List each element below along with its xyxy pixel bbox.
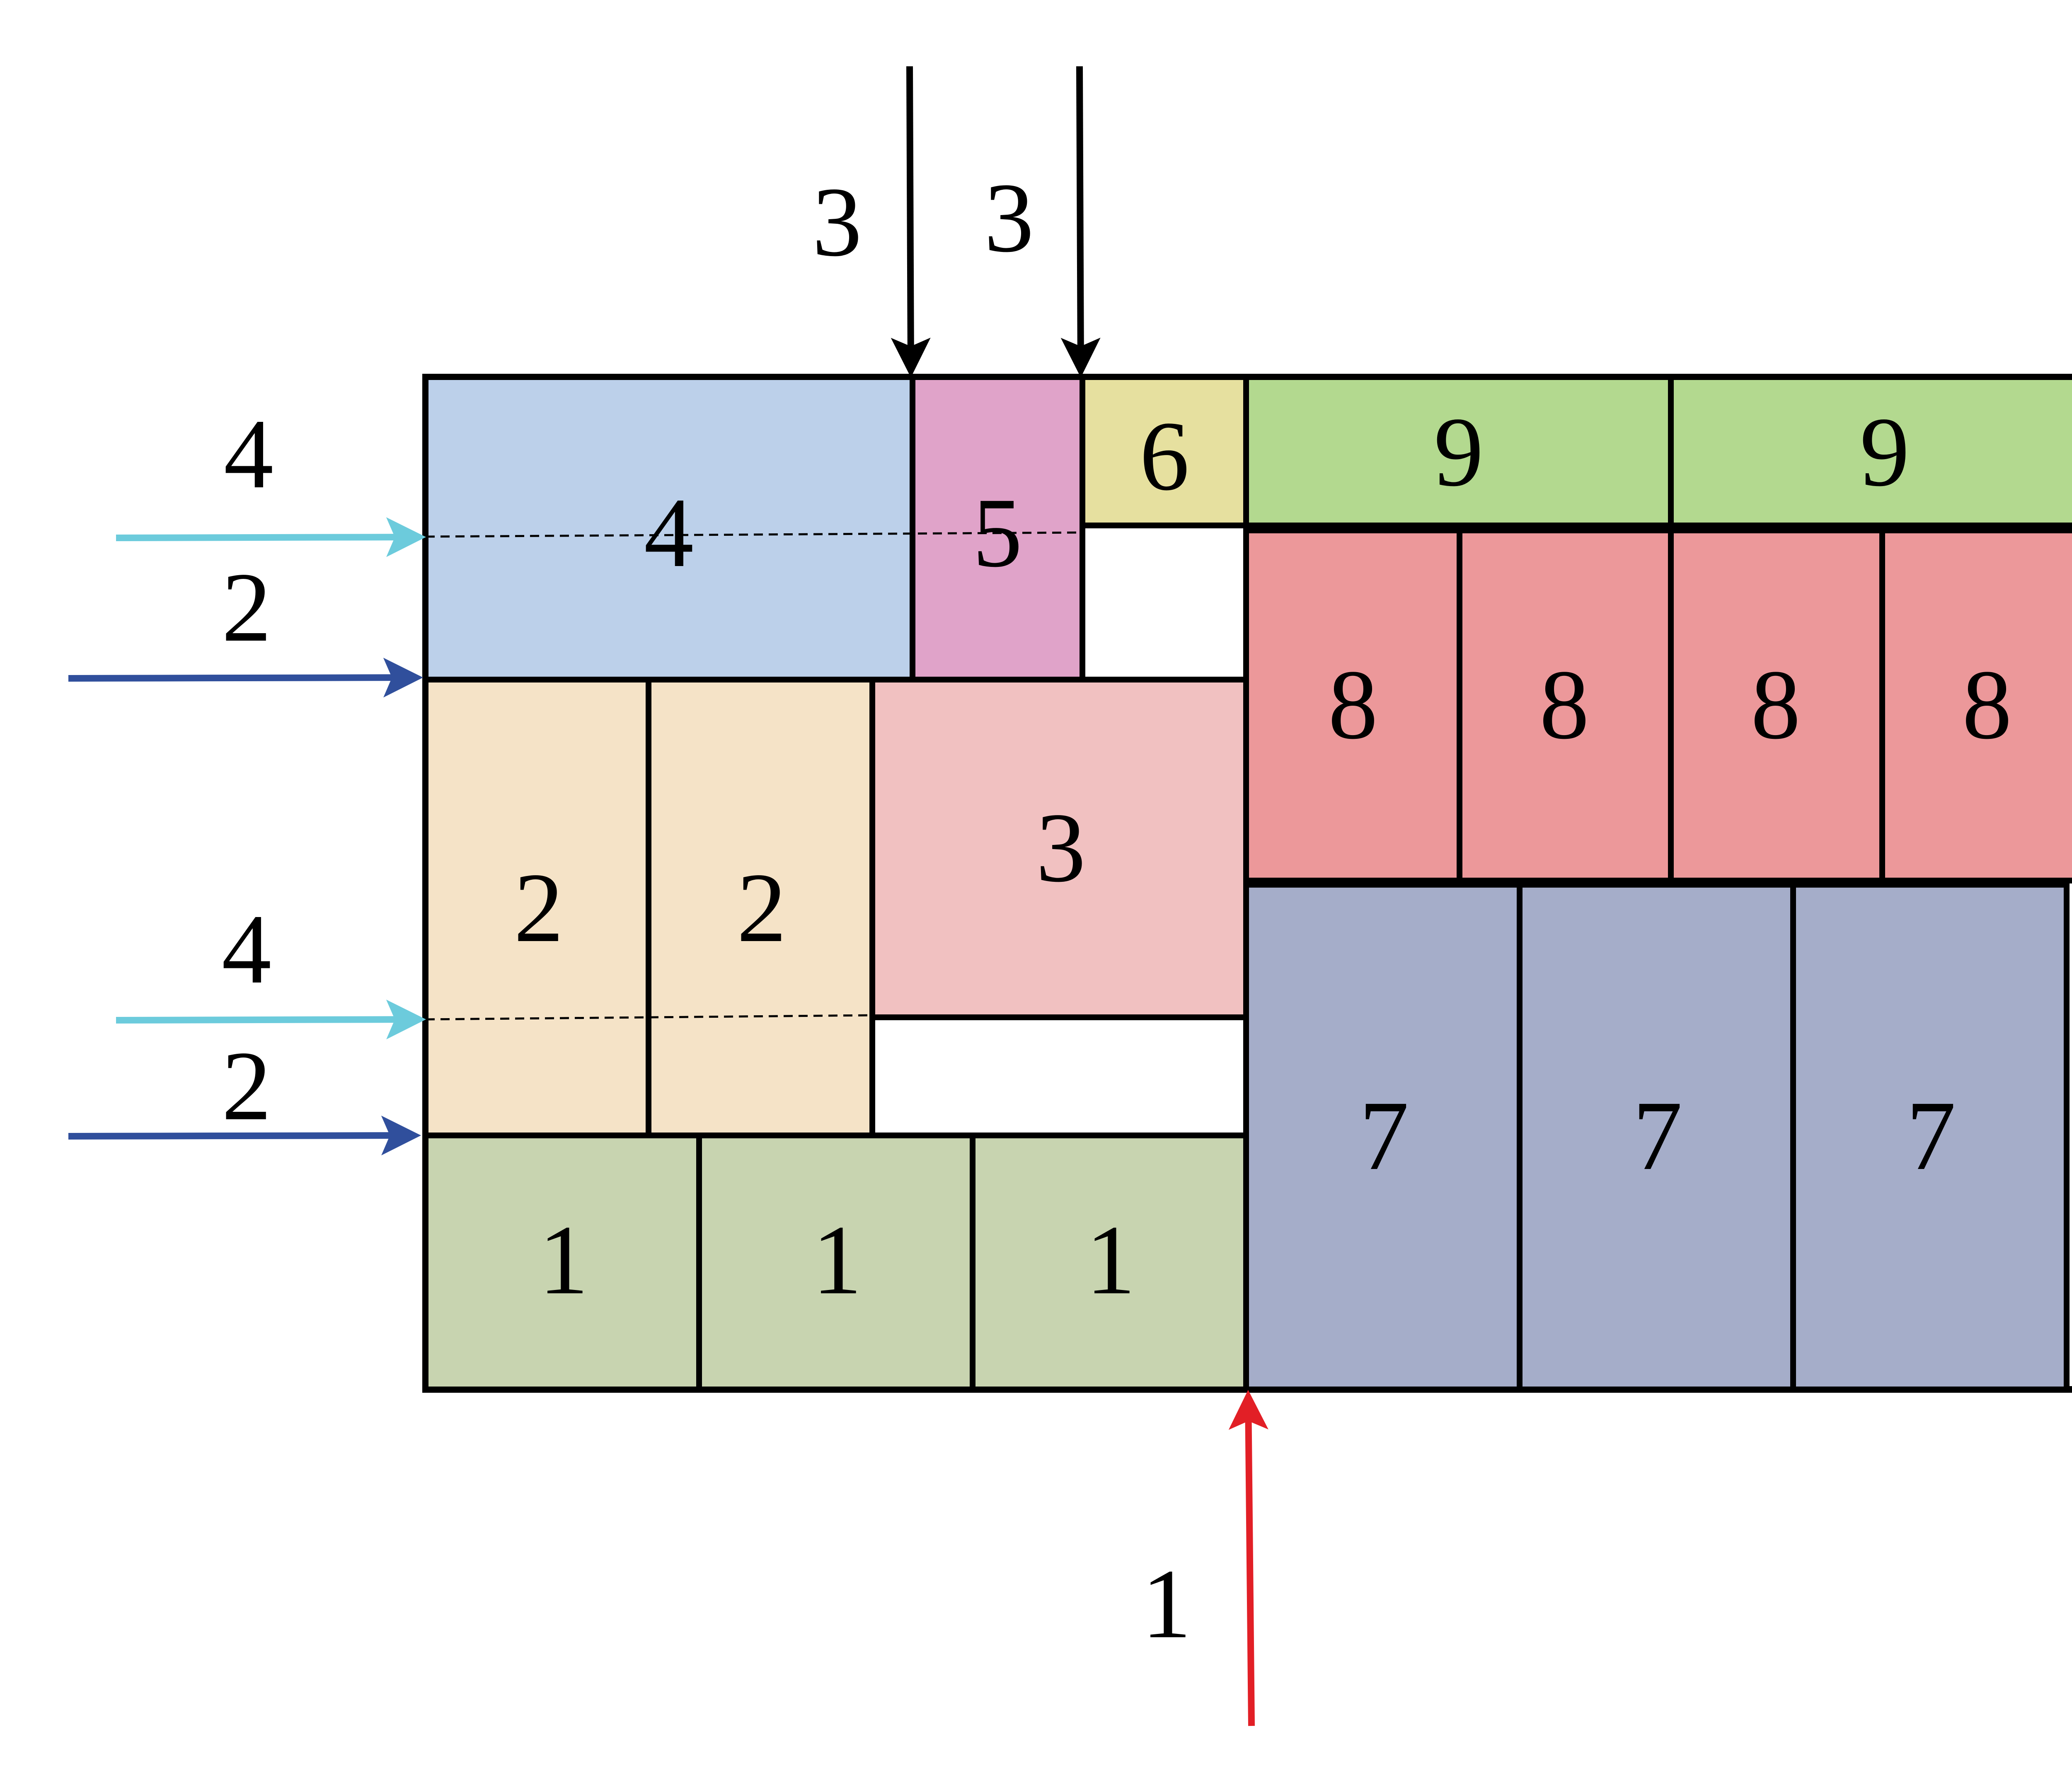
block-1-label: 1	[539, 1205, 588, 1315]
block-5: 5	[910, 374, 1085, 682]
block-9-label: 9	[1860, 397, 1910, 507]
left-upper-cyan-arrow	[116, 517, 426, 557]
block-9-rect	[1243, 374, 1674, 528]
block-1-rect	[423, 1133, 702, 1392]
upper-dashed-line	[425, 531, 1083, 538]
block-7-group: 7 7 7	[1243, 882, 2070, 1392]
block-9-rect	[1668, 374, 2072, 528]
block-8-rect	[1243, 528, 1462, 883]
block-2-rect	[423, 677, 651, 1138]
block-4-rect	[423, 374, 915, 682]
block-6-label: 6	[1140, 401, 1189, 511]
bottom-red-arrow-label: 1	[1142, 1549, 1191, 1659]
block-1-rect	[696, 1133, 975, 1392]
left-lower-cyan-arrow-label: 4	[222, 894, 271, 1004]
block-3-rect	[869, 677, 1249, 1020]
block-7-rect	[1243, 882, 1523, 1392]
top-left-arrow-label: 3	[812, 167, 862, 277]
block-8-group: 8 8 8 8	[1243, 528, 2072, 883]
block-6: 6	[1080, 374, 1249, 528]
block-1-label: 1	[1086, 1205, 1135, 1315]
block-9-group: 9 9	[1243, 374, 2072, 528]
block-8-label: 8	[1751, 649, 1801, 760]
top-right-arrow	[1060, 66, 1101, 378]
block-2-group: 2 2	[423, 677, 875, 1138]
block-3: 3	[869, 677, 1249, 1020]
block-7-label: 7	[1633, 1080, 1682, 1191]
block-2-label: 2	[514, 852, 564, 963]
top-left-arrow	[891, 66, 931, 378]
block-3-label: 3	[1036, 792, 1086, 903]
block-6-rect	[1080, 374, 1249, 528]
block-1-rect	[970, 1133, 1249, 1392]
left-upper-blue-arrow-label: 2	[222, 552, 271, 662]
block-7-rect	[1790, 882, 2070, 1392]
left-lower-blue-arrow	[68, 1116, 421, 1156]
block-4: 4	[423, 374, 915, 682]
block-2-label: 2	[737, 852, 787, 963]
bottom-red-arrow	[1228, 1390, 1268, 1726]
left-upper-cyan-arrow-label: 4	[224, 399, 274, 509]
block-8-rect	[1457, 528, 1674, 883]
block-8-label: 8	[1539, 649, 1589, 760]
block-8-label: 8	[1962, 649, 2012, 760]
block-9-label: 9	[1434, 397, 1484, 507]
left-lower-blue-arrow-label: 2	[222, 1031, 271, 1141]
block-7-rect	[1517, 882, 1796, 1392]
block-2-rect	[646, 677, 875, 1138]
block-1-label: 1	[812, 1205, 862, 1315]
block-7-label: 7	[1359, 1080, 1409, 1191]
left-lower-cyan-arrow	[116, 999, 426, 1040]
block-8-rect	[1879, 528, 2072, 883]
block-4-label: 4	[644, 477, 694, 588]
block-7-label: 7	[1906, 1080, 1956, 1191]
block-8-label: 8	[1328, 649, 1378, 760]
block-1-group: 1 1 1	[423, 1133, 1249, 1392]
top-right-arrow-label: 3	[984, 162, 1034, 273]
block-8-rect	[1668, 528, 1885, 883]
